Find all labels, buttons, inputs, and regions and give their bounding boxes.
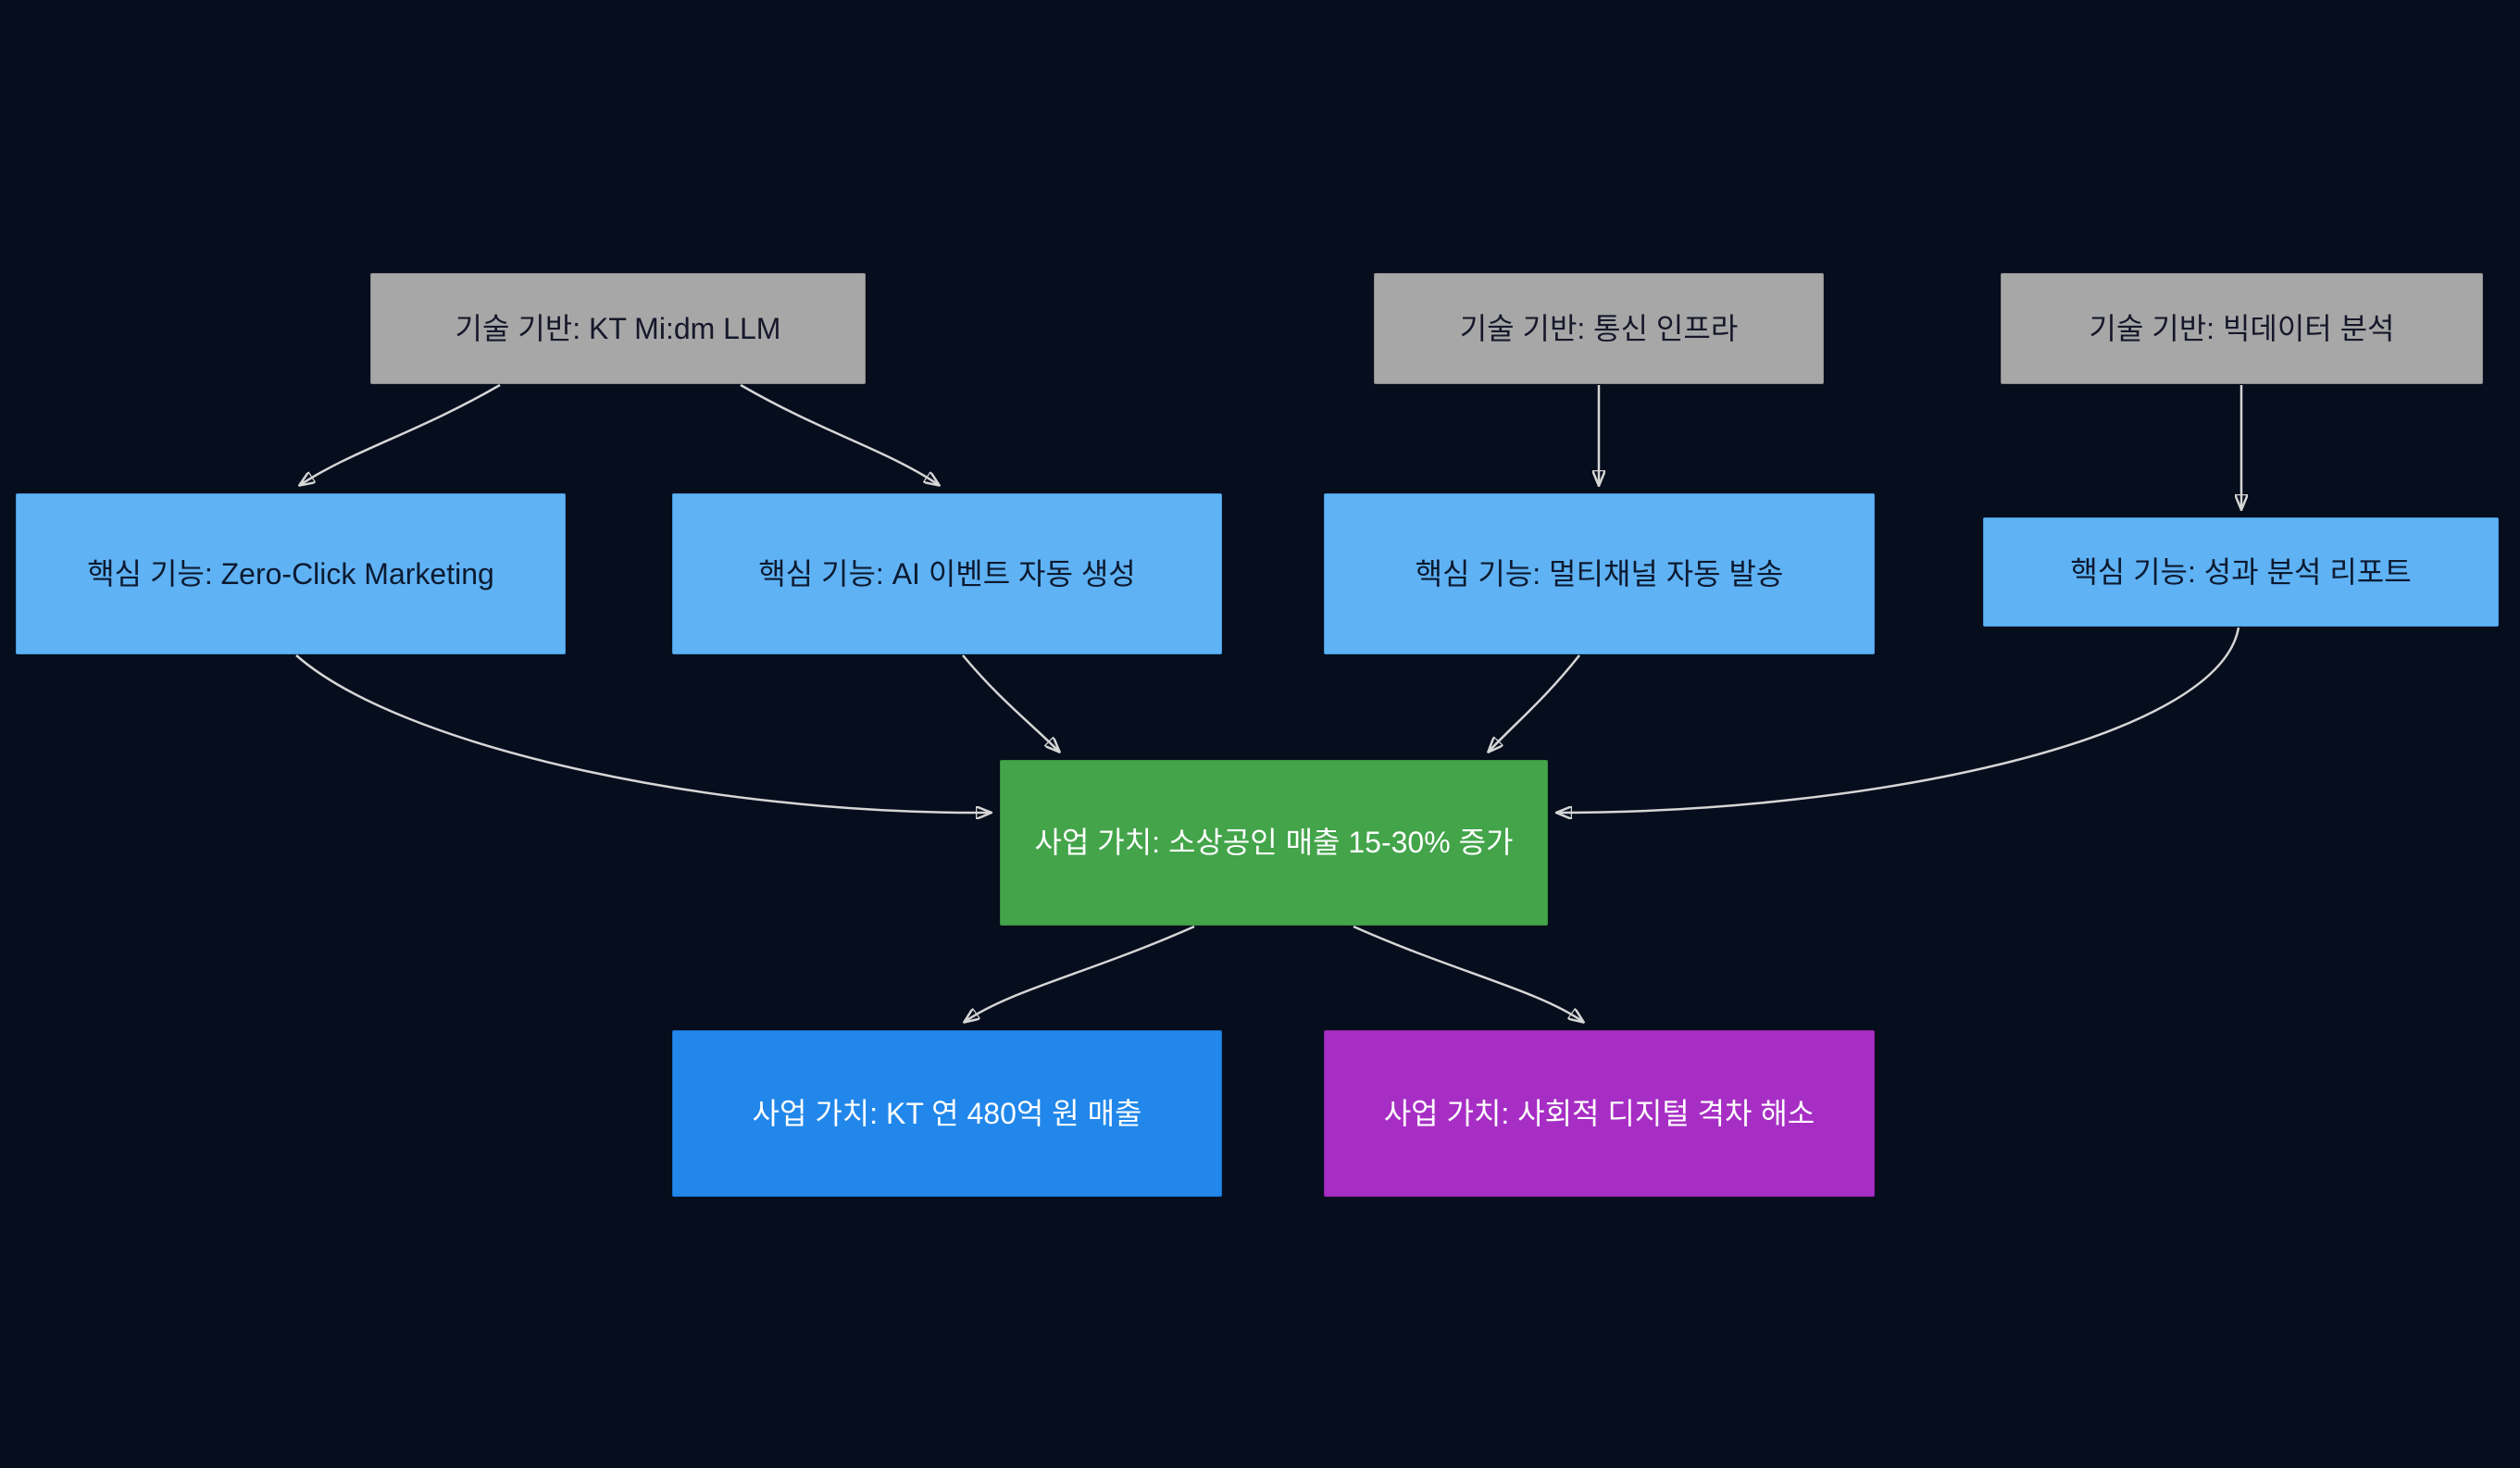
node-label: 핵심 기능: 멀티채널 자동 발송 — [1415, 556, 1784, 591]
edge-sales-to-ktrevenue — [965, 925, 1195, 1022]
node-tech-bigdata-analysis: 기술 기반: 빅데이터 분석 — [2001, 273, 2483, 384]
node-tech-kt-midm-llm: 기술 기반: KT Mi:dm LLM — [370, 273, 866, 384]
edge-report-to-sales — [1557, 627, 2240, 813]
node-label: 핵심 기능: Zero-Click Marketing — [87, 556, 494, 591]
node-value-digital-divide: 사업 가치: 사회적 디지털 격차 해소 — [1324, 1030, 1875, 1197]
node-label: 기술 기반: KT Mi:dm LLM — [455, 311, 781, 345]
node-label: 기술 기반: 빅데이터 분석 — [2089, 311, 2395, 345]
edge-techllm-to-zeroclick — [300, 383, 501, 485]
node-label: 기술 기반: 통신 인프라 — [1459, 311, 1739, 345]
node-tech-telecom-infra: 기술 기반: 통신 인프라 — [1374, 273, 1824, 384]
edge-multich-to-sales — [1489, 654, 1580, 752]
node-value-merchant-sales-increase: 사업 가치: 소상공인 매출 15-30% 증가 — [1000, 760, 1548, 926]
edge-techllm-to-aievent — [740, 383, 939, 485]
edge-zeroclick-to-sales — [295, 654, 991, 813]
node-label: 사업 가치: 사회적 디지털 격차 해소 — [1383, 1096, 1815, 1130]
node-label: 핵심 기능: AI 이벤트 자동 생성 — [758, 556, 1136, 591]
edge-sales-to-socialvalue — [1353, 925, 1583, 1022]
node-label: 사업 가치: 소상공인 매출 15-30% 증가 — [1034, 826, 1514, 860]
node-label: 핵심 기능: 성과 분석 리포트 — [2070, 554, 2412, 589]
node-feature-multichannel-send: 핵심 기능: 멀티채널 자동 발송 — [1324, 493, 1875, 654]
node-feature-ai-event-generation: 핵심 기능: AI 이벤트 자동 생성 — [672, 493, 1222, 654]
node-feature-zero-click-marketing: 핵심 기능: Zero-Click Marketing — [16, 493, 566, 654]
edge-aievent-to-sales — [962, 654, 1059, 752]
node-label: 사업 가치: KT 연 480억 원 매출 — [752, 1096, 1142, 1130]
node-value-kt-annual-revenue: 사업 가치: KT 연 480억 원 매출 — [672, 1030, 1222, 1197]
node-feature-performance-report: 핵심 기능: 성과 분석 리포트 — [1983, 517, 2499, 627]
